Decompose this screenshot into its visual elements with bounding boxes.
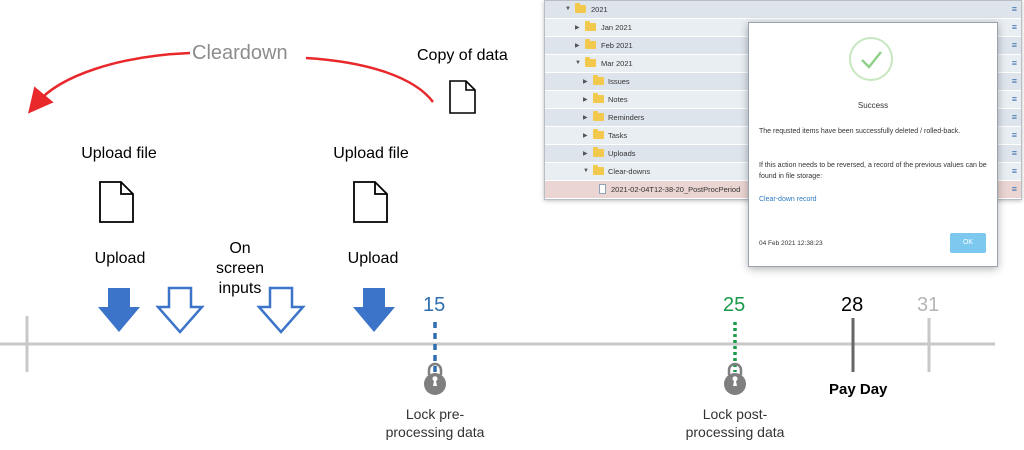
dialog-title: Success (857, 101, 889, 110)
dialog-message-1: The requsted items have been successfull… (759, 128, 961, 135)
tree-row-label: Mar 2021 (601, 59, 633, 68)
tree-row-label: 2021-02-04T12-38-20_PostProcPeriod (611, 185, 741, 194)
copy-of-data-document-icon (449, 80, 476, 114)
folder-icon (593, 93, 604, 103)
dialog-message-2: If this action needs to be reversed, a r… (759, 162, 987, 180)
row-menu-icon[interactable]: ≡ (1011, 130, 1017, 140)
collapse-icon[interactable]: ▶ (583, 133, 588, 139)
lock-post-line1: Lock post- (702, 406, 768, 422)
day-28-label: 28 (841, 294, 864, 316)
on-screen-inputs-line3: inputs (218, 280, 262, 297)
lock-pre-line2: processing data (385, 424, 485, 440)
cleardown-label: Cleardown (192, 42, 288, 64)
row-menu-icon[interactable]: ≡ (1011, 40, 1017, 50)
folder-icon (585, 21, 596, 31)
collapse-icon[interactable]: ▶ (575, 25, 580, 31)
expand-icon[interactable]: ▼ (583, 168, 589, 174)
collapse-icon[interactable]: ▶ (575, 43, 580, 49)
folder-icon (585, 39, 596, 49)
lock-post-label: Lock post- processing data (675, 405, 795, 441)
file-icon (599, 184, 606, 194)
on-screen-inputs-line1: On (229, 240, 251, 257)
copy-of-data-label: Copy of data (417, 47, 508, 64)
pay-day-label: Pay Day (829, 381, 888, 398)
upload-arrow-1-icon (98, 288, 140, 332)
tree-row-label: Issues (608, 77, 630, 86)
upload-1-label: Upload (94, 250, 146, 267)
folder-icon (593, 147, 604, 157)
upload-arrow-2-icon (353, 288, 395, 332)
tree-row-label: Jan 2021 (601, 23, 632, 32)
collapse-icon[interactable]: ▶ (583, 151, 588, 157)
expand-icon[interactable]: ▼ (565, 6, 571, 12)
cleardown-arrow (28, 51, 191, 114)
lock-pre-label: Lock pre- processing data (375, 405, 495, 441)
ok-button[interactable]: OK (950, 233, 986, 253)
row-menu-icon[interactable]: ≡ (1011, 76, 1017, 86)
tree-row-label: Tasks (608, 131, 628, 140)
upload-file-2-document-icon (353, 181, 388, 223)
input-arrow-1-icon (155, 286, 205, 334)
tree-row-label: 2021 (591, 5, 608, 14)
lock-pre-icon (424, 362, 446, 395)
day-25-label: 25 (723, 294, 746, 316)
tree-row-label: Uploads (608, 149, 636, 158)
day-31-label: 31 (917, 294, 940, 316)
clear-down-record-link[interactable]: Clear-down record (759, 196, 817, 203)
lock-pre-line1: Lock pre- (405, 406, 465, 422)
row-menu-icon[interactable]: ≡ (1011, 148, 1017, 158)
tree-row-2021[interactable]: ▼ 2021 ≡ (545, 1, 1021, 19)
upload-file-2-label: Upload file (333, 145, 409, 162)
success-dialog: Success The requsted items have been suc… (748, 22, 998, 267)
cleardown-arrow-tail (305, 56, 434, 103)
upload-file-1-document-icon (99, 181, 134, 223)
folder-icon (575, 3, 586, 13)
day-15-label: 15 (423, 294, 446, 316)
row-menu-icon[interactable]: ≡ (1011, 184, 1017, 194)
upload-2-label: Upload (347, 250, 399, 267)
success-check-icon (849, 37, 893, 81)
tree-row-label: Reminders (608, 113, 645, 122)
collapse-icon[interactable]: ▶ (583, 115, 588, 121)
expand-icon[interactable]: ▼ (575, 60, 581, 66)
tree-row-label: Feb 2021 (601, 41, 633, 50)
row-menu-icon[interactable]: ≡ (1011, 112, 1017, 122)
row-menu-icon[interactable]: ≡ (1011, 166, 1017, 176)
row-menu-icon[interactable]: ≡ (1011, 22, 1017, 32)
folder-icon (593, 75, 604, 85)
folder-icon (593, 129, 604, 139)
folder-icon (585, 57, 596, 67)
row-menu-icon[interactable]: ≡ (1011, 94, 1017, 104)
on-screen-inputs-label: On screen inputs (200, 239, 280, 299)
row-menu-icon[interactable]: ≡ (1011, 58, 1017, 68)
dialog-timestamp: 04 Feb 2021 12:38:23 (759, 240, 823, 247)
lock-post-line2: processing data (685, 424, 785, 440)
on-screen-inputs-line2: screen (215, 260, 265, 277)
folder-icon (593, 165, 604, 175)
lock-post-icon (724, 362, 746, 395)
upload-file-1-label: Upload file (81, 145, 157, 162)
collapse-icon[interactable]: ▶ (583, 79, 588, 85)
tree-row-label: Notes (608, 95, 628, 104)
input-arrow-2-icon (256, 286, 306, 334)
folder-icon (593, 111, 604, 121)
tree-row-label: Clear-downs (608, 167, 651, 176)
collapse-icon[interactable]: ▶ (583, 97, 588, 103)
row-menu-icon[interactable]: ≡ (1011, 4, 1017, 14)
